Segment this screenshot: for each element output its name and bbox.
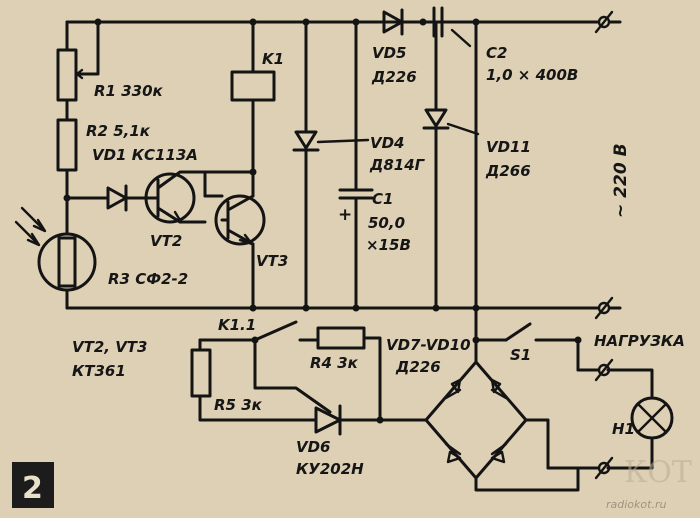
vd11-name: VD11 <box>486 138 531 156</box>
c1-value: 50,0 <box>368 214 405 232</box>
mains-label: ~ 220 В <box>611 143 631 218</box>
r3-photoresistor <box>37 232 97 292</box>
watermark-logo: КОТ <box>624 455 692 490</box>
vd4-name: VD4 <box>370 134 405 152</box>
watermark-site: radiokot.ru <box>606 498 666 511</box>
s1-switch <box>504 322 532 342</box>
vd5-type: Д226 <box>371 68 417 86</box>
load-label: НАГРУЗКА <box>594 332 685 350</box>
c1-plus: + <box>338 205 352 225</box>
vd11-diode <box>424 108 448 128</box>
vd6-thyristor <box>314 406 342 434</box>
r4-resistor <box>316 326 366 350</box>
vd6-name: VD6 <box>296 438 331 456</box>
vd5-name: VD5 <box>372 44 407 62</box>
vt3-label: VT3 <box>256 252 288 270</box>
k1-1-label: K1.1 <box>218 316 256 334</box>
r4-label: R4 3к <box>310 354 359 372</box>
vd6-type: КУ202Н <box>296 460 364 478</box>
r2-resistor <box>56 118 78 172</box>
c1-name: C1 <box>372 190 393 208</box>
figure-number: 2 <box>22 471 43 506</box>
r1-resistor <box>56 48 78 102</box>
vd1-label: VD1 КС113А <box>92 146 198 164</box>
vd4-zener <box>294 130 318 150</box>
vd7-10-name: VD7-VD10 <box>386 336 471 354</box>
r1-label: R1 330к <box>94 82 164 100</box>
r5-resistor <box>190 348 212 398</box>
vd1-zener <box>106 186 128 210</box>
r2-label: R2 5,1к <box>86 122 151 140</box>
vt2-label: VT2 <box>150 232 182 250</box>
vd5-diode <box>382 10 404 34</box>
vt-type-label: КТ361 <box>72 362 126 380</box>
k1-1-contact <box>253 320 298 342</box>
vd7-vd10-bridge <box>424 360 528 480</box>
r3-label: R3 СФ2-2 <box>108 270 188 288</box>
c2-name: C2 <box>486 44 507 62</box>
vd4-type: Д814Г <box>369 156 426 174</box>
k1-relay-coil <box>230 70 276 102</box>
s1-label: S1 <box>510 346 531 364</box>
h1-label: H1 <box>612 420 635 438</box>
r5-label: R5 3к <box>214 396 263 414</box>
vt3-transistor <box>214 194 266 246</box>
vd7-10-type: Д226 <box>395 358 441 376</box>
vt2-transistor <box>144 172 196 224</box>
c1-voltage: ×15В <box>366 236 411 254</box>
c2-value: 1,0 × 400В <box>486 66 578 84</box>
vt-list-label: VT2, VT3 <box>72 338 147 356</box>
k1-label: K1 <box>262 50 284 68</box>
figure-number-badge <box>12 462 54 508</box>
vd11-type: Д266 <box>485 162 531 180</box>
